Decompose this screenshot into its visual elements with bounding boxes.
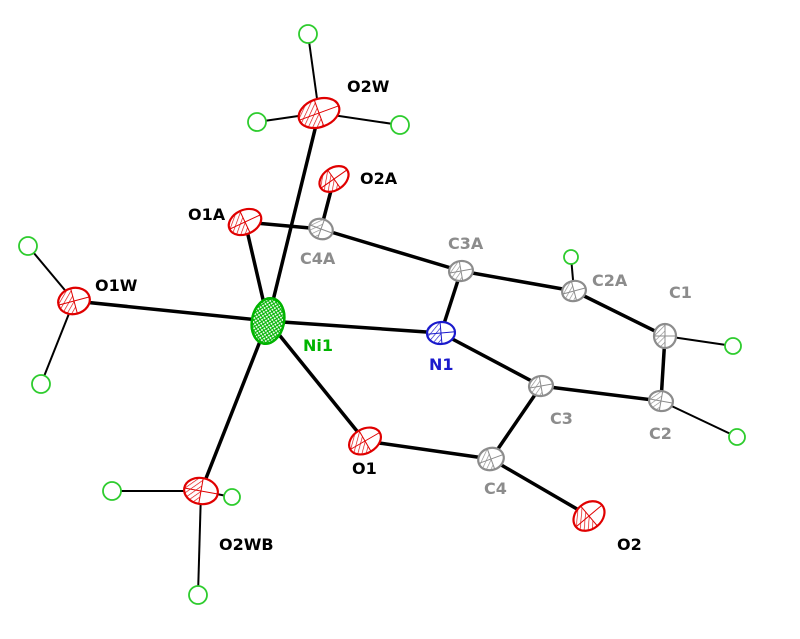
atom-O2	[572, 500, 606, 532]
bond-C3-N1	[440, 331, 542, 388]
atom-label-O2A: O2A	[360, 169, 398, 188]
atom-H4	[18, 236, 38, 256]
atom-H11	[223, 488, 241, 506]
bond-C2-H8	[660, 400, 738, 438]
atom-H3	[390, 115, 410, 135]
label-layer: O2W O2A O1A C4A C3A C2A C1 O1W Ni1N1C3C2O1C4O2WB…	[95, 77, 692, 554]
atom-label-O2W: O2W	[347, 77, 390, 96]
atom-O1A	[227, 207, 263, 237]
bond-O2WB-H10	[197, 490, 202, 596]
atom-label-C3A: C3A	[448, 234, 484, 253]
bond-C4A-C3A	[320, 227, 462, 273]
atom-label-O1: O1	[352, 459, 377, 478]
atom-C3	[527, 374, 555, 398]
atom-H8	[728, 428, 746, 446]
atom-label-C2: C2	[649, 424, 672, 443]
atom-label-O2: O2	[617, 535, 642, 554]
atom-H10	[188, 585, 208, 605]
atom-H9	[102, 481, 122, 501]
bond-C3-C4	[489, 385, 543, 460]
atom-label-C4A: C4A	[300, 249, 336, 268]
atom-C2A	[561, 279, 587, 303]
atom-layer	[57, 96, 678, 532]
atom-label-O1A: O1A	[188, 205, 226, 224]
bond-C2-C3	[540, 384, 662, 403]
atom-label-O1W: O1W	[95, 276, 138, 295]
bond-C4-O2	[490, 457, 590, 518]
atom-label-Ni1: Ni1	[303, 336, 333, 355]
atom-C2	[647, 389, 675, 413]
atom-label-C3: C3	[550, 409, 573, 428]
atom-H1	[298, 24, 318, 44]
atom-label-N1: N1	[429, 355, 454, 374]
atom-H2	[247, 112, 267, 132]
bond-C3A-C2A	[460, 269, 575, 293]
atom-label-C4: C4	[484, 479, 507, 498]
atom-O2W	[297, 96, 341, 130]
atom-H5	[31, 374, 51, 394]
atom-label-O2WB: O2WB	[219, 535, 274, 554]
atom-label-C1: C1	[669, 283, 692, 302]
atom-label-C2A: C2A	[592, 271, 628, 290]
atom-H7	[724, 337, 742, 355]
atom-H6	[563, 249, 579, 265]
atom-Ni1	[250, 297, 286, 345]
atom-O1	[348, 426, 382, 456]
atom-O2WB	[183, 476, 219, 506]
bond-Ni1-N1	[267, 319, 442, 335]
hydrogen-layer	[18, 24, 746, 605]
atom-C4A	[308, 217, 334, 241]
bond-Ni1-O2W	[266, 112, 321, 322]
bond-C2A-C1	[573, 289, 666, 338]
atom-O1W	[57, 286, 91, 316]
atom-N1	[425, 320, 457, 346]
atom-C3A	[447, 259, 475, 283]
bond-layer	[27, 33, 738, 596]
bond-Ni1-O1	[266, 319, 367, 443]
atom-C1	[652, 322, 678, 350]
bond-C4-O1	[364, 439, 492, 461]
bond-Ni1-O1W	[73, 299, 269, 323]
bond-Ni1-O2WB	[199, 320, 270, 492]
atom-C4	[477, 446, 505, 472]
atom-O2A	[318, 165, 350, 193]
